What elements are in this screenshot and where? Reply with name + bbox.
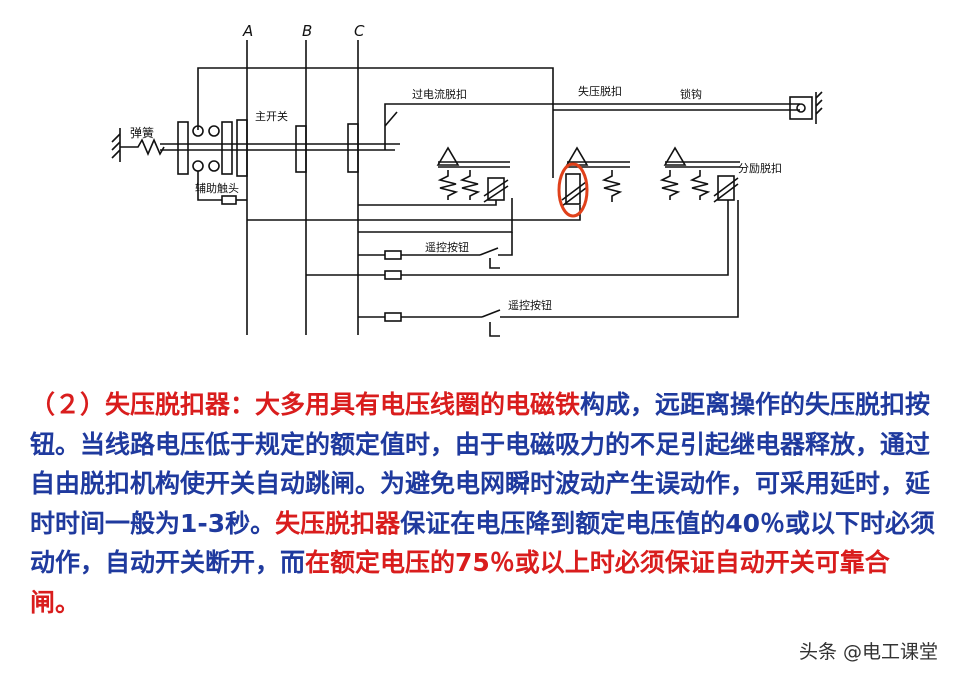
label-aux-contact: 辅助触头 [195,181,239,195]
phase-label-b: B [302,22,312,40]
description-segment-coil: 用具有电压线圈的电磁铁 [305,390,581,419]
label-undervoltage-release: 失压脱扣 [578,84,622,98]
label-remote-button-2: 遥控按钮 [508,298,552,312]
label-shunt-release: 分励脱扣 [738,161,782,175]
description-segment-body: 构成，远距离操作的失压脱扣按钮。当线路电压低于规定的额定值时，由于电磁吸力的不足… [30,390,931,538]
label-remote-button-1: 遥控按钮 [425,240,469,254]
label-overcurrent-release: 过电流脱扣 [412,87,467,101]
description-segment-device: 失压脱扣器 [275,508,401,538]
description-paragraph: （２）失压脱扣器：大多用具有电压线圈的电磁铁构成，远距离操作的失压脱扣按钮。当线… [30,385,935,622]
watermark: 头条 @电工课堂 [790,635,946,666]
phase-label-c: C [354,22,365,40]
description-segment-close: 在额定电压的75％或以上时必须保证自动开关可靠合闸。 [30,548,890,617]
label-latch: 锁钩 [680,87,702,101]
description-segment-heading: （２）失压脱扣器：大多 [30,390,306,419]
label-spring: 弹簧 [130,125,154,140]
undervoltage-coil-highlight [557,162,589,218]
description-segment-trip: 保证在电压降到额定电压值的40％或以下时必须动作，自动开关断开，而 [30,508,935,578]
label-main-switch: 主开关 [255,109,288,123]
phase-label-a: A [242,22,253,40]
circuit-breaker-diagram: A B C 弹簧 主开关 辅助触头 过电流脱扣 失压脱扣 锁钩 分励脱扣 遥控按… [111,22,823,337]
